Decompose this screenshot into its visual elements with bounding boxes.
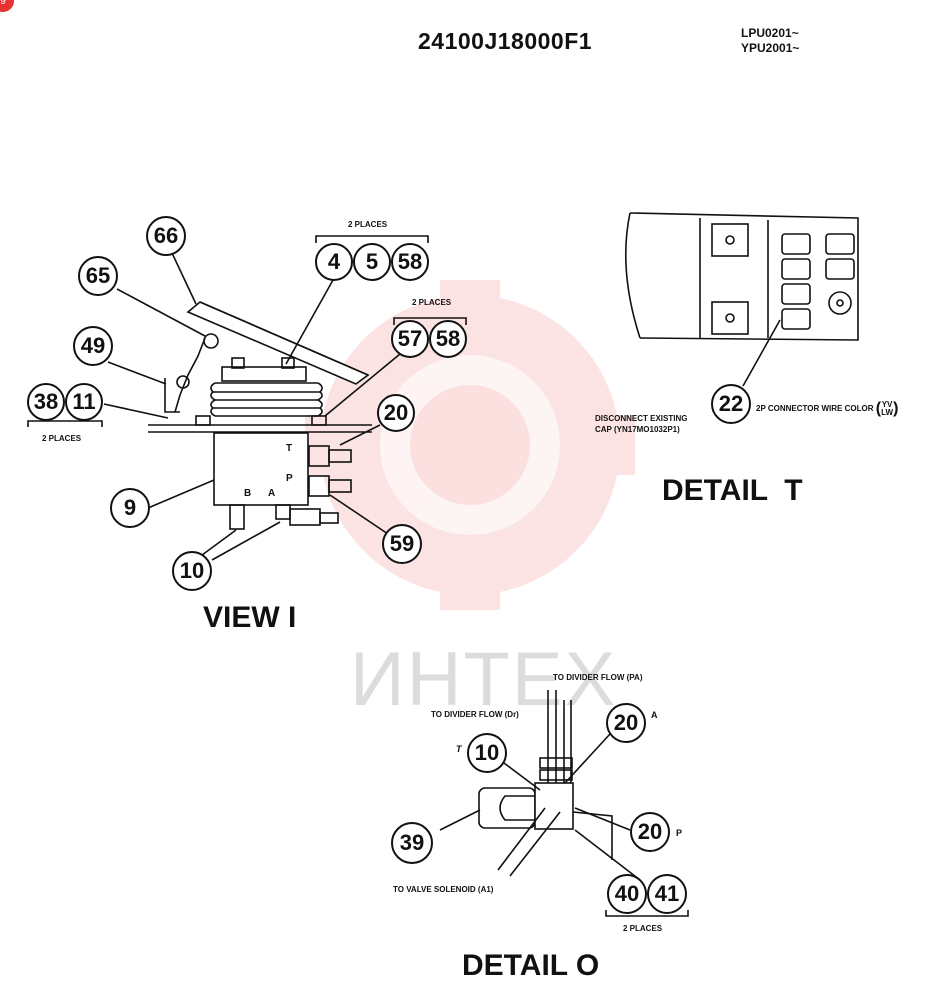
detail-o-callout-41: 41 (647, 874, 687, 914)
port-p-label: P (286, 473, 293, 484)
callout-59-label: 59 (389, 531, 415, 556)
detail-o-callout-39: 39 (391, 822, 433, 864)
detail-o-callout-41-label: 41 (654, 881, 680, 906)
serial-line-2: YPU2001~ (741, 41, 800, 55)
callout-11-label: 11 (72, 389, 96, 414)
callout-65-label: 65 (85, 263, 111, 288)
part-number: 24100J18000F1 (418, 28, 593, 54)
wire-color-top: YV (881, 400, 893, 409)
detail-o-callout-39-label: 39 (399, 830, 425, 855)
callout-65: 65 (78, 256, 118, 296)
callout-5: 5 (353, 243, 391, 281)
wire-color-bottom: LW (881, 408, 894, 417)
to-divider-dr-note: TO DIVIDER FLOW (Dr) (431, 710, 519, 719)
port-b-label: B (244, 488, 252, 499)
callout-57-label: 57 (397, 326, 423, 351)
callout-57: 57 (391, 320, 429, 358)
detail-o-callout-20-a: 20 (606, 703, 646, 743)
callout-59: 59 (382, 524, 422, 564)
serial-range: LPU0201~ YPU2001~ (741, 26, 799, 56)
callout-5-label: 5 (365, 249, 379, 274)
detail-o-callout-10: 10 (467, 733, 507, 773)
callout-4: 4 (315, 243, 353, 281)
places-note-top: 2 PLACES (348, 220, 388, 229)
callout-22: 22 (711, 384, 751, 424)
callout-9: 9 (110, 488, 150, 528)
detail-o-p-label: P (676, 828, 683, 838)
detail-o-callout-20-a-label: 20 (613, 710, 639, 735)
callout-20: 20 (377, 394, 415, 432)
callout-9-label: 9 (123, 495, 137, 520)
serial-line-1: LPU0201~ (741, 26, 799, 40)
detail-o-title: DETAIL O (462, 949, 600, 982)
callout-58-mid: 58 (429, 320, 467, 358)
to-divider-pa-note: TO DIVIDER FLOW (PA) (553, 673, 643, 682)
port-t-label: T (286, 443, 293, 454)
disconnect-note-line-1: DISCONNECT EXISTING (595, 414, 688, 423)
callout-58-top: 58 (391, 243, 429, 281)
disconnect-note: DISCONNECT EXISTING CAP (YN17MO1032P1) (595, 413, 687, 435)
detail-o-callout-40-label: 40 (614, 881, 640, 906)
callout-4-label: 4 (327, 249, 341, 274)
connector-note-text: 2P CONNECTOR WIRE COLOR (756, 404, 874, 414)
view-i-title: VIEW I (203, 601, 297, 634)
places-note-left: 2 PLACES (42, 434, 82, 443)
detail-o-callout-20-p: 20 (630, 812, 670, 852)
callout-10: 10 (172, 551, 212, 591)
connector-note: 2P CONNECTOR WIRE COLOR ( YV LW ) (756, 400, 899, 417)
port-a-label: A (268, 488, 276, 499)
callout-10-label: 10 (179, 558, 205, 583)
detail-t-title: DETAIL T (662, 474, 803, 507)
callout-49: 49 (73, 326, 113, 366)
places-note-mid: 2 PLACES (412, 298, 452, 307)
callout-58-mid-label: 58 (435, 326, 461, 351)
detail-o-callout-20-p-label: 20 (637, 819, 663, 844)
to-valve-note: TO VALVE SOLENOID (A1) (393, 885, 494, 894)
callout-22-label: 22 (718, 391, 744, 416)
detail-o-t-label: T (456, 744, 462, 754)
callout-58-top-label: 58 (397, 249, 423, 274)
callout-38-label: 38 (33, 389, 59, 414)
callout-49-label: 49 (80, 333, 106, 358)
detail-o-a-label: A (651, 710, 658, 720)
callout-66-label: 66 (153, 223, 179, 248)
detail-o-places-note: 2 PLACES (623, 924, 663, 933)
callout-11: 11 (65, 383, 103, 421)
detail-o-callout-40: 40 (607, 874, 647, 914)
disconnect-note-line-2: CAP (YN17MO1032P1) (595, 425, 680, 434)
callout-66: 66 (146, 216, 186, 256)
detail-o-callout-10-label: 10 (474, 740, 500, 765)
corner-badge-label: 9 (0, 0, 6, 7)
callout-38: 38 (27, 383, 65, 421)
corner-badge: 9 (0, 0, 14, 12)
callout-20-label: 20 (383, 400, 409, 425)
